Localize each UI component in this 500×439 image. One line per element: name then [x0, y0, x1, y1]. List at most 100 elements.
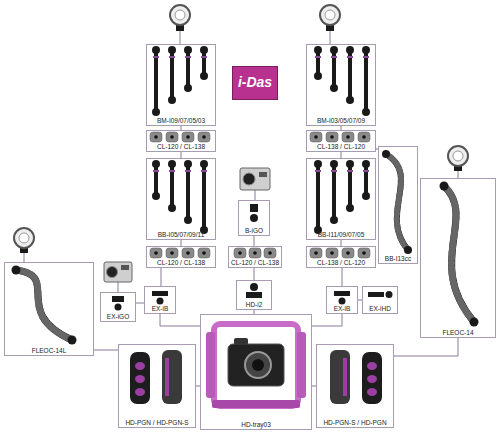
flex-arm — [16, 270, 72, 340]
clamp — [310, 132, 322, 142]
arm-segment — [330, 216, 338, 224]
part-label: CL-138 / CL-120 — [307, 259, 375, 266]
part-label: EX-iGO — [101, 313, 135, 320]
arm-band — [153, 56, 207, 58]
arm-segment — [168, 160, 176, 168]
light-head — [458, 170, 459, 178]
camera-housing — [245, 352, 271, 378]
arm-band — [347, 170, 353, 172]
arm-band — [315, 56, 321, 58]
arm-segment — [184, 46, 192, 54]
flex-arm-end — [470, 318, 479, 327]
clamp — [166, 132, 178, 142]
part-box: BB-I11/09/07/05 — [306, 158, 376, 240]
arm-band — [315, 56, 369, 58]
camera-housing — [234, 338, 248, 345]
arm-segment — [170, 50, 174, 100]
part-box: HD-PGN / HD-PGN-S — [118, 344, 196, 428]
handle — [130, 352, 150, 404]
part-box: EX-iB — [144, 286, 176, 314]
clamp-knob — [202, 251, 206, 255]
clamp-knob — [362, 135, 366, 139]
part-box: HD-tray03 — [200, 314, 312, 430]
clamp-knob — [268, 251, 272, 255]
clamp — [342, 132, 354, 142]
connector — [394, 338, 458, 356]
flex-arm — [16, 154, 474, 340]
arm-segment — [330, 160, 338, 168]
connector — [254, 268, 255, 280]
arm-segment — [152, 108, 160, 116]
action-camera — [107, 267, 118, 278]
clamp — [358, 132, 370, 142]
handle — [135, 388, 145, 396]
camera-tray — [206, 324, 306, 408]
arm-segment — [186, 164, 190, 220]
mount — [112, 296, 124, 302]
arm-band — [315, 170, 369, 172]
arm-segment — [184, 216, 192, 224]
flex-arm-end — [68, 336, 77, 345]
clamp-knob — [362, 251, 366, 255]
flex-arm-end — [12, 150, 479, 345]
part-label: EX-iB — [327, 305, 357, 312]
clamp — [264, 248, 276, 258]
light-head — [14, 228, 34, 262]
part-box: HD-PGN-S / HD-PGN — [316, 344, 394, 428]
arm-segment — [152, 160, 160, 168]
mount — [250, 283, 258, 291]
arm-band — [153, 170, 159, 172]
part-box: CL-120 / CL-138 — [146, 130, 216, 152]
clamp — [310, 248, 322, 258]
handle — [367, 388, 377, 396]
arm-segment — [314, 46, 322, 54]
handle — [367, 375, 377, 383]
clamp-knob — [154, 251, 158, 255]
light-head — [320, 5, 340, 44]
clamp-knob — [346, 251, 350, 255]
clamp — [234, 248, 246, 258]
clamp — [182, 248, 194, 258]
mount — [115, 304, 122, 311]
action-camera — [240, 168, 270, 190]
part-label: BB-I05/07/09/11 — [147, 231, 215, 238]
camera-tray — [214, 324, 298, 406]
part-label: FLEOC-14L — [5, 347, 93, 354]
arm-segment — [346, 96, 354, 104]
connector — [341, 152, 342, 158]
clamp-knob — [314, 135, 318, 139]
clamp-knob — [330, 251, 334, 255]
arm-segment — [170, 164, 174, 208]
light-head — [14, 228, 34, 248]
arm-segment — [200, 160, 208, 168]
clamp — [326, 132, 338, 142]
arm-band — [169, 56, 175, 58]
part-label: B-iGO — [239, 227, 269, 234]
connector — [312, 386, 316, 387]
arm-segment — [330, 84, 338, 92]
clamp — [198, 248, 210, 258]
connector — [136, 303, 144, 304]
flex-arm-end — [382, 150, 390, 158]
brand-name: i-Das — [238, 75, 272, 90]
camera-housing — [252, 359, 264, 371]
clamp — [166, 248, 178, 258]
arm-band — [331, 170, 337, 172]
part-label: CL-120 / CL-138 — [147, 143, 215, 150]
part-label: BM-I09/07/05/03 — [147, 117, 215, 124]
arm-band — [315, 170, 321, 172]
connector — [341, 126, 342, 130]
light-head — [180, 30, 181, 44]
connector — [181, 152, 182, 158]
part-box: B-iGO — [238, 200, 270, 236]
arm-segment — [362, 46, 370, 54]
action-camera — [243, 173, 255, 185]
mount — [250, 214, 258, 222]
arm-segment — [152, 160, 208, 234]
arm-segment — [314, 160, 370, 234]
arm-band — [153, 56, 159, 58]
flex-arm — [444, 186, 474, 322]
arm-segment — [316, 164, 320, 230]
arm-segment — [154, 164, 158, 196]
part-label: HD-PGN / HD-PGN-S — [119, 419, 195, 426]
